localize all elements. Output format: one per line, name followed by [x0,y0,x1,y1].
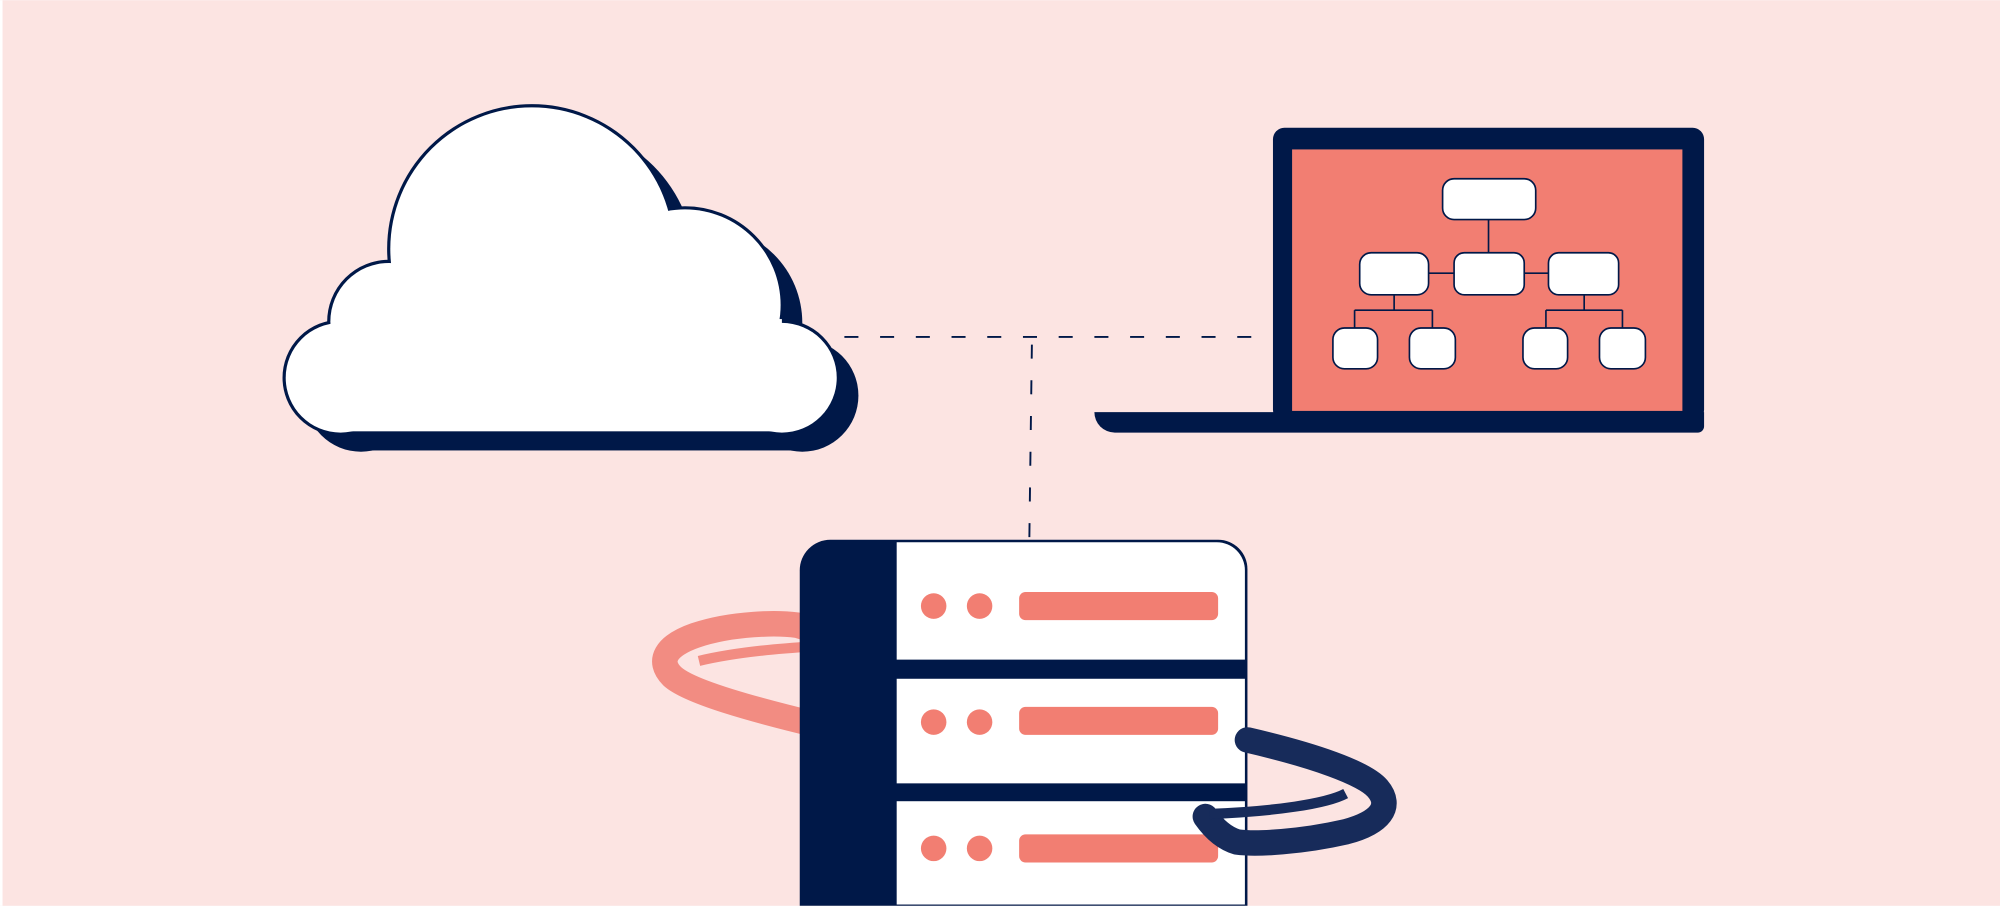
server-rack-icon [799,539,1248,906]
drive-slot [1019,592,1219,621]
org-chart-icon [1332,177,1647,370]
cloud-icon [282,104,859,452]
status-light [920,593,947,619]
laptop-icon [1094,127,1705,433]
orbit-swoosh-right [1192,727,1397,856]
